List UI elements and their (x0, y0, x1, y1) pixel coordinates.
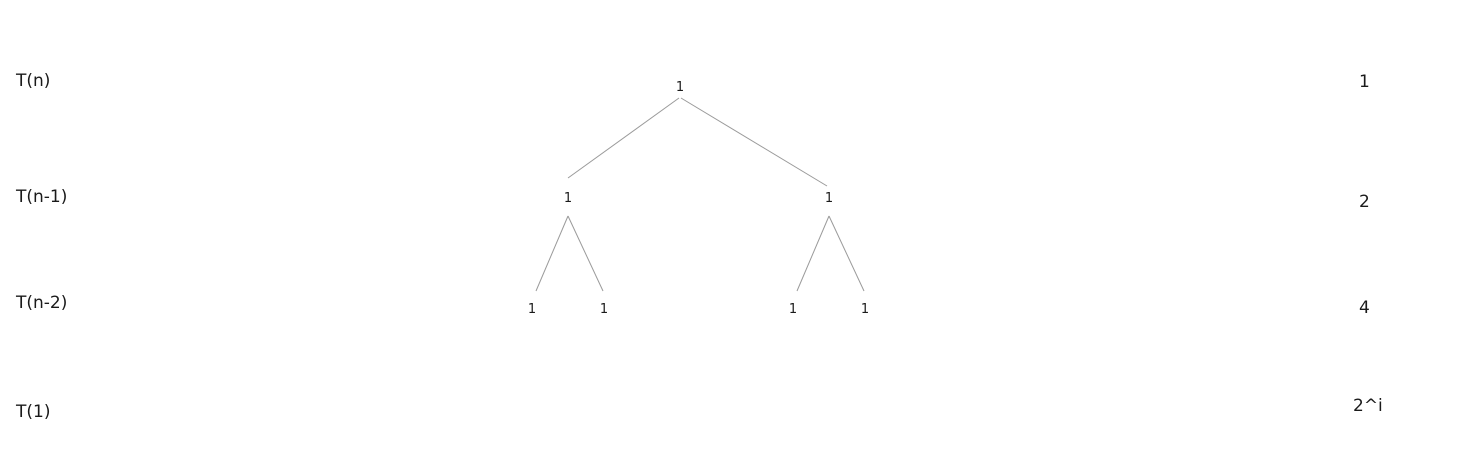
level-label-0: T(n) (16, 71, 51, 91)
level-label-2: T(n-2) (16, 293, 68, 313)
edge-r-rl (796, 215, 830, 292)
edge-r-rr (828, 215, 865, 292)
edge-l-lr (567, 215, 604, 292)
edge-l-ll (535, 215, 569, 292)
level-label-1: T(n-1) (16, 187, 68, 207)
tree-node-r: 1 (824, 191, 834, 206)
tree-node-lr: 1 (599, 302, 609, 317)
level-count-3: 2^i (1353, 396, 1383, 416)
edge-root-right (680, 97, 828, 187)
level-label-3: T(1) (16, 402, 51, 422)
tree-node-rl: 1 (788, 302, 798, 317)
tree-node-ll: 1 (527, 302, 537, 317)
edge-root-left (567, 97, 680, 179)
level-count-2: 4 (1359, 298, 1370, 318)
level-count-0: 1 (1359, 72, 1370, 92)
tree-node-rr: 1 (860, 302, 870, 317)
tree-node-root: 1 (675, 80, 685, 95)
level-count-1: 2 (1359, 192, 1370, 212)
tree-node-l: 1 (563, 191, 573, 206)
